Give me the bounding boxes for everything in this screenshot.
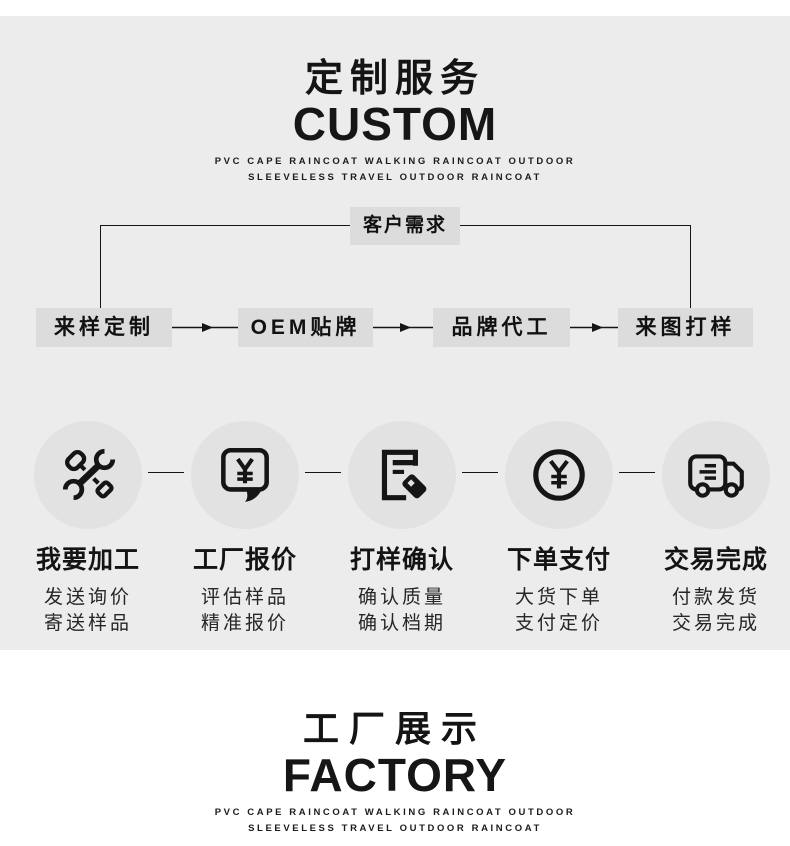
flow-connector-right-vertical bbox=[690, 225, 691, 308]
step-circle bbox=[34, 421, 142, 529]
custom-tagline-line2: SLEEVELESS TRAVEL OUTDOOR RAINCOAT bbox=[248, 172, 542, 183]
step-title: 工厂报价 bbox=[192, 546, 297, 574]
step-subtitle-line: 发送询价 bbox=[43, 587, 132, 608]
step-column-processing: 我要加工 发送询价 寄送样品 bbox=[10, 421, 166, 637]
flow-arrow-icon bbox=[373, 323, 433, 332]
step-subtitle-line: 评估样品 bbox=[200, 587, 289, 608]
step-circle bbox=[348, 421, 456, 529]
step-subtitle-line: 确认档期 bbox=[357, 613, 446, 634]
flow-node-proof-from-image: 来图打样 bbox=[618, 308, 753, 347]
custom-tagline-line1: PVC CAPE RAINCOAT WALKING RAINCOAT OUTDO… bbox=[214, 156, 576, 167]
step-title: 下单支付 bbox=[506, 546, 611, 574]
step-subtitle-line: 交易完成 bbox=[671, 613, 760, 634]
step-subtitle-line: 寄送样品 bbox=[43, 613, 132, 634]
flow-node-brand-oem: 品牌代工 bbox=[433, 308, 570, 347]
step-column-transaction-complete: 交易完成 付款发货 交易完成 bbox=[638, 421, 790, 637]
step-circle bbox=[191, 421, 299, 529]
step-circle bbox=[662, 421, 770, 529]
quote-bubble-icon bbox=[221, 447, 269, 502]
factory-tagline-line2: SLEEVELESS TRAVEL OUTDOOR RAINCOAT bbox=[248, 823, 542, 834]
factory-tagline-line1: PVC CAPE RAINCOAT WALKING RAINCOAT OUTDO… bbox=[214, 807, 576, 818]
tools-icon bbox=[62, 448, 116, 501]
flow-node-sample-custom: 来样定制 bbox=[36, 308, 172, 347]
step-subtitle-line: 大货下单 bbox=[514, 587, 603, 608]
step-subtitle-line: 确认质量 bbox=[357, 587, 446, 608]
flow-arrow-icon bbox=[172, 323, 238, 332]
step-subtitle-line: 精准报价 bbox=[200, 613, 289, 634]
step-title: 打样确认 bbox=[349, 546, 454, 574]
step-circle bbox=[505, 421, 613, 529]
step-connector-line bbox=[462, 472, 498, 473]
custom-title-cn: 定制服务 bbox=[304, 58, 485, 100]
yen-coin-icon bbox=[533, 449, 585, 501]
step-subtitle-line: 付款发货 bbox=[671, 587, 760, 608]
delivery-truck-icon bbox=[688, 454, 744, 498]
step-connector-line bbox=[619, 472, 655, 473]
step-title: 我要加工 bbox=[35, 546, 140, 574]
flow-arrow-icon bbox=[570, 323, 618, 332]
flow-connector-left-vertical bbox=[100, 225, 101, 308]
factory-title-cn: 工厂展示 bbox=[302, 708, 487, 749]
step-connector-line bbox=[148, 472, 184, 473]
step-subtitle-line: 支付定价 bbox=[514, 613, 603, 634]
step-column-quotation: 工厂报价 评估样品 精准报价 bbox=[167, 421, 323, 637]
flow-node-oem-label: OEM贴牌 bbox=[238, 308, 373, 347]
step-title: 交易完成 bbox=[663, 546, 768, 574]
step-column-sample-confirm: 打样确认 确认质量 确认档期 bbox=[324, 421, 480, 637]
flow-connector-right-horizontal bbox=[460, 225, 690, 226]
sample-doc-tag-icon bbox=[381, 449, 427, 501]
factory-title-en: FACTORY bbox=[282, 749, 508, 801]
custom-title-en: CUSTOM bbox=[292, 98, 498, 150]
step-connector-line bbox=[305, 472, 341, 473]
step-column-order-payment: 下单支付 大货下单 支付定价 bbox=[481, 421, 637, 637]
flow-connector-left-horizontal bbox=[100, 225, 350, 226]
flow-root-node: 客户需求 bbox=[350, 207, 460, 245]
